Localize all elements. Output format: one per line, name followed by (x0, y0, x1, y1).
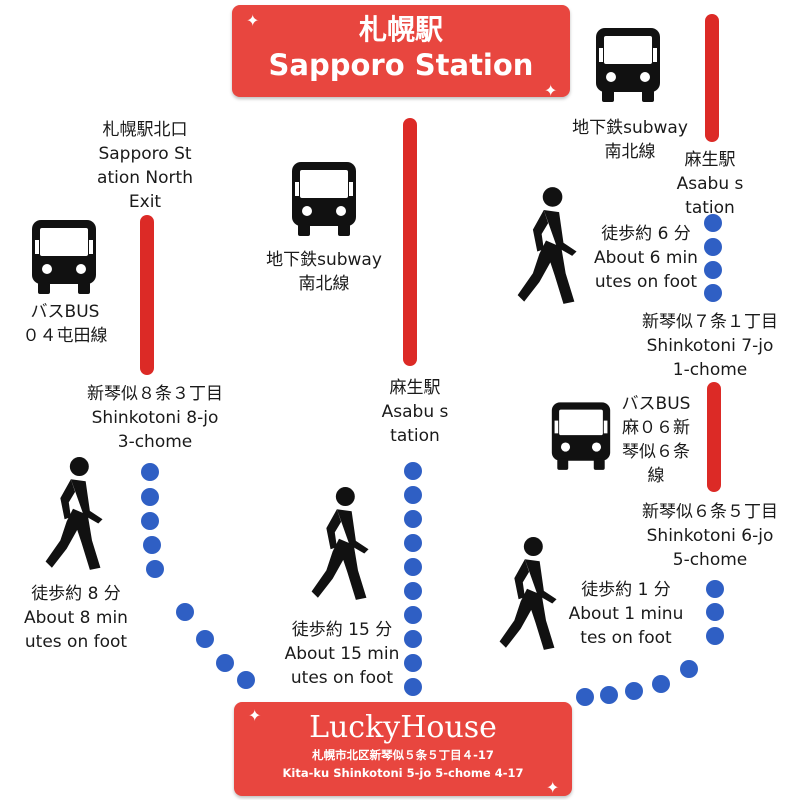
left-start-label: 札幌駅北口 Sapporo St ation North Exit (97, 120, 193, 212)
sapporo-station-box: 札幌駅 Sapporo Station ✦ ✦ (232, 5, 570, 100)
sparkle-icon: ✦ (546, 778, 560, 797)
walk-path-dot (404, 606, 422, 624)
walk-path-dot (404, 558, 422, 576)
walk-path-dot (404, 678, 422, 696)
walk-path-dot (146, 560, 164, 578)
walking-person-icon (311, 487, 369, 600)
walk-path-dot (237, 671, 255, 689)
destination-address-en: Kita-ku Shinkotoni 5-jo 5-chome 4-17 (282, 766, 524, 780)
walk-path-dot (141, 512, 159, 530)
bus-icon (32, 220, 96, 294)
header-title-ja: 札幌駅 (358, 13, 443, 46)
middle-subway-label: 地下鉄subway 南北線 (266, 250, 382, 294)
bus-icon (292, 162, 356, 236)
right-subway-line (705, 14, 719, 142)
bus-icon (551, 402, 611, 470)
walk-path-dot (141, 463, 159, 481)
left-bus-line (140, 215, 154, 375)
right-walk2-label: 徒歩約 1 分 About 1 minu tes on foot (568, 580, 684, 648)
middle-transfer-label: 麻生駅 Asabu s tation (381, 378, 449, 446)
right-subway-label: 地下鉄subway 南北線 (572, 118, 688, 162)
left-walk-label: 徒歩約 8 分 About 8 min utes on foot (24, 584, 128, 652)
right-bus-label: バスBUS 麻０６新 琴似６条 線 (621, 394, 691, 486)
walk-path-dot (704, 261, 722, 279)
walk-path-dot (600, 686, 618, 704)
walk-path-dot (706, 603, 724, 621)
walk-path-dot (625, 682, 643, 700)
walking-person-icon (45, 457, 103, 570)
walk-path-dot (704, 214, 722, 232)
left-bus-label: バスBUS ０４屯田線 (22, 302, 108, 346)
header-title-en: Sapporo Station (268, 48, 534, 82)
walk-path-dot (404, 654, 422, 672)
walk-path-dot (404, 462, 422, 480)
walk-path-dot (404, 630, 422, 648)
walk-path-dot (704, 238, 722, 256)
walk-path-dot (143, 536, 161, 554)
walk-path-dot (680, 660, 698, 678)
walk-path-dot (404, 486, 422, 504)
walk-path-dot (576, 688, 594, 706)
walk-path-dot (404, 510, 422, 528)
walking-person-icon (499, 537, 557, 650)
walk-path-dot (196, 630, 214, 648)
walk-path-dot (404, 582, 422, 600)
bus-icon (596, 28, 660, 102)
right-walk1-label: 徒歩約 6 分 About 6 min utes on foot (594, 224, 698, 292)
walk-path-dot (706, 627, 724, 645)
middle-subway-line (403, 118, 417, 366)
sparkle-icon: ✦ (248, 706, 262, 725)
walk-path-dot (216, 654, 234, 672)
right-bus-line (707, 382, 721, 492)
right-transfer-label: 麻生駅 Asabu s tation (676, 150, 744, 218)
right-stop1-label: 新琴似７条１丁目 Shinkotoni 7-jo 1-chome (642, 312, 778, 380)
sparkle-icon: ✦ (544, 81, 558, 100)
walk-path-dot (704, 284, 722, 302)
walking-person-icon (517, 187, 577, 304)
middle-walk-label: 徒歩約 15 分 About 15 min utes on foot (284, 620, 400, 688)
left-transfer-label: 新琴似８条３丁目 Shinkotoni 8-jo 3-chome (87, 384, 223, 452)
walk-path-dot (404, 534, 422, 552)
walk-path-dot (706, 580, 724, 598)
walk-path-dot (652, 675, 670, 693)
sparkle-icon: ✦ (246, 11, 260, 30)
destination-name: LuckyHouse (309, 710, 497, 745)
walk-path-dot (176, 603, 194, 621)
walk-path-dot (141, 488, 159, 506)
destination-address-ja: 札幌市北区新琴似５条５丁目４-17 (312, 748, 494, 762)
lucky-house-box: LuckyHouse 札幌市北区新琴似５条５丁目４-17 Kita-ku Shi… (234, 702, 572, 796)
right-stop2-label: 新琴似６条５丁目 Shinkotoni 6-jo 5-chome (642, 502, 778, 570)
